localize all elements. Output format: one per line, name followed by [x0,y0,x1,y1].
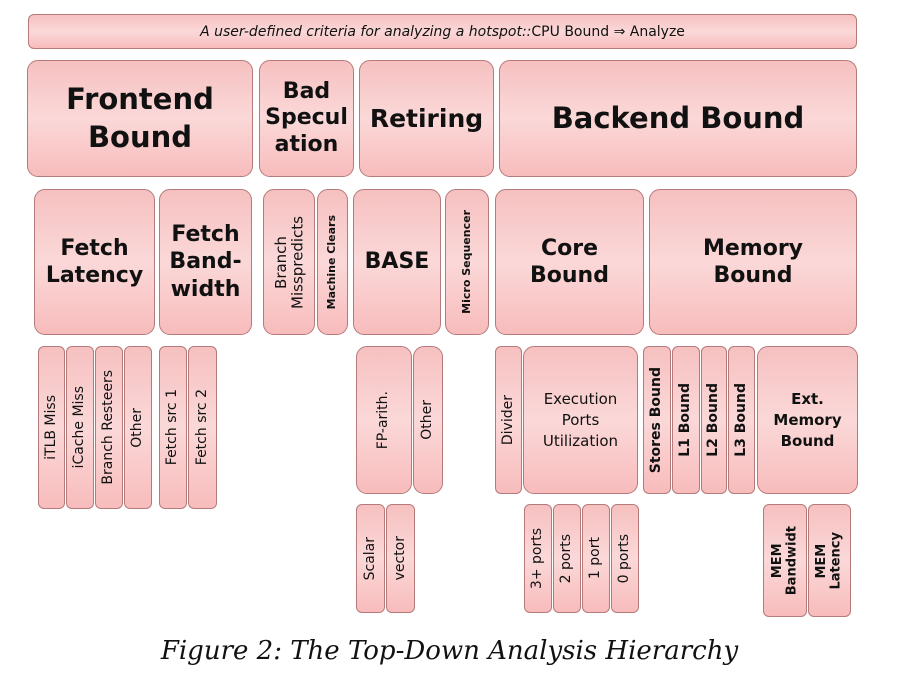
fetch-src1-box: Fetch src 1 [159,346,187,509]
bad-speculation-label: Bad Specul ation [265,78,348,157]
execution-ports-label: Execution Ports Utilization [542,389,619,450]
branch-resteers-label: Branch Resteers [100,370,117,485]
machine-clears-box: Machine Clears [317,189,348,335]
l2-bound-label: L2 Bound [705,383,722,457]
bad-speculation-box: Bad Specul ation [259,60,354,177]
mem-latency-label: MEM Latency [814,531,844,590]
mem-bandwidth-label: MEM Bandwidt [769,525,799,596]
itlb-miss-box: iTLB Miss [38,346,65,509]
core-bound-label: Core Bound [530,235,609,289]
itlb-miss-label: iTLB Miss [42,395,59,460]
branch-mispredicts-box: Branch Misspredicts [263,189,315,335]
fetch-src1-label: Fetch src 1 [164,389,181,466]
micro-sequencer-box: Micro Sequencer [445,189,489,335]
vector-label: vector [391,536,408,581]
divider-label: Divider [499,394,516,446]
other-base-label: Other [419,400,436,440]
port1-label: 1 port [587,537,604,580]
other-base-box: Other [413,346,443,494]
l1-bound-box: L1 Bound [672,346,700,494]
divider-box: Divider [495,346,522,494]
backend-bound-box: Backend Bound [499,60,857,177]
fetch-latency-label: Fetch Latency [45,235,144,289]
mem-latency-box: MEM Latency [808,504,851,617]
fetch-latency-box: Fetch Latency [34,189,155,335]
ports3-label: 3+ ports [529,527,546,590]
scalar-label: Scalar [361,536,378,581]
memory-bound-box: Memory Bound [649,189,857,335]
base-label: BASE [364,249,430,275]
core-bound-box: Core Bound [495,189,644,335]
fp-arith-label: FP-arith. [375,390,392,450]
l1-bound-label: L1 Bound [677,383,694,457]
ports2-label: 2 ports [558,533,575,584]
vector-box: vector [386,504,415,613]
retiring-label: Retiring [369,103,484,133]
ext-memory-bound-box: Ext. Memory Bound [757,346,858,494]
machine-clears-label: Machine Clears [325,214,339,310]
base-box: BASE [353,189,441,335]
fetch-bandwidth-label: Fetch Band- width [169,221,242,302]
scalar-box: Scalar [356,504,385,613]
ports2-box: 2 ports [553,504,581,613]
mem-bandwidth-box: MEM Bandwidt [763,504,807,617]
l3-bound-box: L3 Bound [728,346,755,494]
fetch-bandwidth-box: Fetch Band- width [159,189,252,335]
stores-bound-box: Stores Bound [643,346,671,494]
figure-caption: Figure 2: The Top-Down Analysis Hierarch… [160,636,739,666]
branch-resteers-box: Branch Resteers [95,346,123,509]
fp-arith-box: FP-arith. [356,346,412,494]
l3-bound-label: L3 Bound [732,383,749,457]
other-fetch-latency-label: Other [129,407,146,448]
ports0-label: 0 ports [616,533,633,584]
banner-prefix: A user-defined criteria for analyzing a … [200,23,532,40]
ports3-box: 3+ ports [524,504,552,613]
icache-miss-box: iCache Miss [66,346,94,509]
l2-bound-box: L2 Bound [701,346,727,494]
ext-memory-bound-label: Ext. Memory Bound [773,389,842,450]
port1-box: 1 port [582,504,610,613]
other-fetch-latency-box: Other [124,346,152,509]
micro-sequencer-label: Micro Sequencer [459,210,473,314]
fetch-src2-label: Fetch src 2 [193,389,210,466]
stores-bound-label: Stores Bound [648,366,665,474]
memory-bound-label: Memory Bound [702,235,804,289]
backend-bound-label: Backend Bound [551,100,805,135]
frontend-bound-label: Frontend Bound [66,82,214,154]
retiring-box: Retiring [359,60,494,177]
ports0-box: 0 ports [611,504,639,613]
frontend-bound-box: Frontend Bound [27,60,253,177]
criteria-banner: A user-defined criteria for analyzing a … [28,14,857,49]
banner-suffix: CPU Bound ⇒ Analyze [531,23,685,40]
execution-ports-box: Execution Ports Utilization [523,346,638,494]
branch-mispredicts-label: Branch Misspredicts [271,215,307,309]
fetch-src2-box: Fetch src 2 [188,346,217,509]
icache-miss-label: iCache Miss [71,386,88,469]
